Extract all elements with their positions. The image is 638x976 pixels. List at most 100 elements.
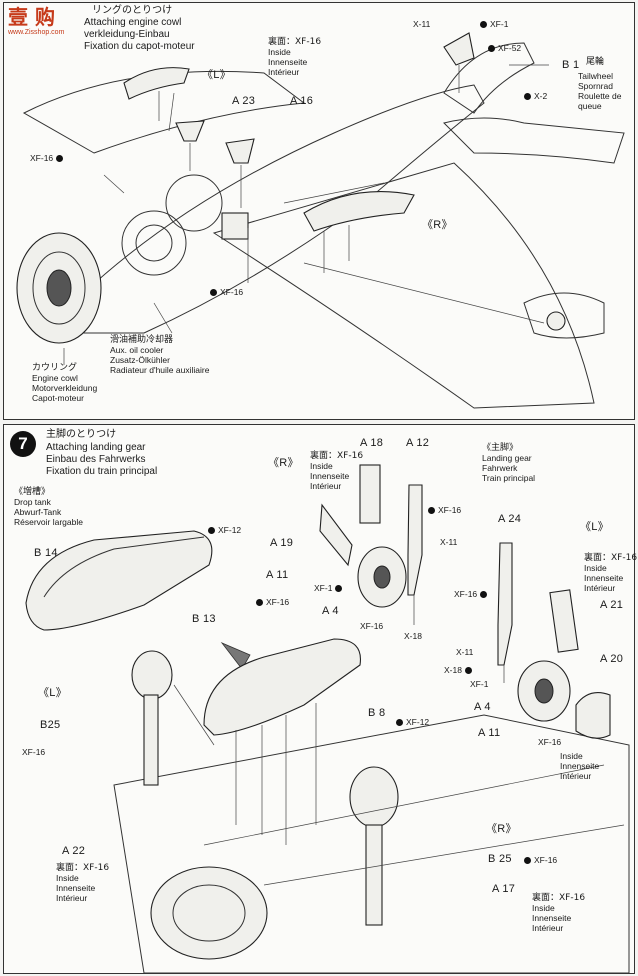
cowling-en: Engine cowl xyxy=(32,373,78,383)
main-gear-en: Landing gear xyxy=(482,453,532,463)
note-en: Inside xyxy=(560,751,583,761)
part-xf16-3: XF-16 xyxy=(360,621,384,631)
part-a23: A 23 xyxy=(232,95,256,107)
drop-tank-label: 《増槽》 Drop tank Abwurf-Tank Réservoir lar… xyxy=(14,487,83,527)
main-gear-label: 《主脚》 Landing gear Fahrwerk Train princip… xyxy=(482,443,535,483)
note-fr: Intérieur xyxy=(310,481,342,491)
tailwheel-text: Tailwheel Spornrad Roulette de queue xyxy=(578,71,621,111)
tailwheel-label: 尾輪 xyxy=(586,57,604,67)
paint-dot xyxy=(56,155,64,163)
part-xf12b: XF-12 xyxy=(396,717,429,727)
step-6-title-en: Attaching engine cowl xyxy=(84,17,182,28)
note-fr: Intérieur xyxy=(268,67,300,77)
part-a16: A 16 xyxy=(290,95,314,107)
part-x18: X-18 xyxy=(404,631,422,641)
cowling-jp: カウリング xyxy=(32,363,78,373)
step-7-title-de: Einbau des Fahrwerks xyxy=(46,454,146,465)
note-en: Inside xyxy=(532,903,555,913)
step-7-title-en: Attaching landing gear xyxy=(46,442,146,453)
part-a18: A 18 xyxy=(360,437,384,449)
part-b1: B 1 xyxy=(562,59,580,71)
part-a21: A 21 xyxy=(600,599,624,611)
note-en: Inside xyxy=(584,563,607,573)
paint-dot xyxy=(256,599,263,607)
paint-dot xyxy=(428,507,435,515)
step-6-drawing xyxy=(16,32,625,409)
part-xf16-7: XF-16 xyxy=(524,855,557,865)
step-7-drawing xyxy=(25,464,630,973)
paint-dot xyxy=(480,591,488,599)
part-x11: X-11 xyxy=(440,537,458,547)
part-a17: A 17 xyxy=(492,883,516,895)
part-xf16-a: XF-16 xyxy=(30,153,66,163)
part-a11: A 11 xyxy=(266,569,289,581)
note-jp: 裏面：XF-16 xyxy=(310,451,364,461)
tailwheel-en: Tailwheel xyxy=(578,71,613,81)
part-x11: X-11 xyxy=(413,19,431,29)
part-a20: A 20 xyxy=(600,653,624,665)
drop-tank-en: Drop tank xyxy=(14,497,51,507)
left-label-bottom: 《L》 xyxy=(38,687,68,699)
part-b13: B 13 xyxy=(192,613,216,625)
interior-note-bottom-r: 裏面：XF-16 Inside Innenseite Intérieur xyxy=(532,893,585,933)
step-6-interior-note: 裏面：XF-16 Inside Innenseite Intérieur xyxy=(268,37,321,77)
step-7-panel: 7 主脚のとりつけ Attaching landing gear Einbau … xyxy=(3,424,637,974)
right-label-bottom: 《R》 xyxy=(486,823,517,835)
note-de: Innenseite xyxy=(584,573,624,583)
note-jp: 裏面：XF-16 xyxy=(584,553,638,563)
part-x18b: X-18 xyxy=(444,665,475,675)
part-a12: A 12 xyxy=(406,437,430,449)
step-7-title-fr: Fixation du train principal xyxy=(46,466,158,477)
interior-note-l: 裏面：XF-16 Inside Innenseite Intérieur xyxy=(584,553,637,593)
part-xf1: XF-1 xyxy=(480,19,508,29)
paint-dot xyxy=(335,585,343,593)
part-xf16-4: XF-16 xyxy=(454,589,490,599)
step-7-title-jp: 主脚のとりつけ xyxy=(46,429,117,440)
note-en: Inside xyxy=(56,873,79,883)
note-de: Innenseite xyxy=(532,913,572,923)
paint-dot xyxy=(480,21,487,29)
part-xf52: XF-52 xyxy=(488,43,521,53)
paint-dot xyxy=(488,45,495,53)
drop-tank-jp: 《増槽》 xyxy=(14,487,51,497)
part-xf16-2: XF-16 xyxy=(256,597,289,607)
right-label: 《R》 xyxy=(422,219,453,231)
part-b8: B 8 xyxy=(368,707,386,719)
part-xf1b: XF-1 xyxy=(470,679,489,689)
note-jp: 裏面：XF-16 xyxy=(56,863,110,873)
step-number: 7 xyxy=(10,431,36,457)
note-fr: Intérieur xyxy=(584,583,616,593)
part-x2: X-2 xyxy=(524,91,547,101)
paint-dot xyxy=(524,93,531,101)
part-xf16-1: XF-16 xyxy=(428,505,461,515)
step-6-title-fr: Fixation du capot-moteur xyxy=(84,41,195,52)
right-label-top: 《R》 xyxy=(268,457,299,469)
note-jp: 裏面：XF-16 xyxy=(532,893,586,903)
part-a4: A 4 xyxy=(322,605,339,617)
part-xf12: XF-12 xyxy=(208,525,241,535)
part-xf16-5: XF-16 xyxy=(538,737,562,747)
cowling-de: Motorverkleidung xyxy=(32,383,98,393)
part-x11b: X-11 xyxy=(456,647,474,657)
interior-note-r: 裏面：XF-16 Inside Innenseite Intérieur xyxy=(310,451,363,491)
tailwheel-fr1: Roulette de xyxy=(578,91,622,101)
oil-cooler-en: Aux. oil cooler xyxy=(110,345,164,355)
main-gear-de: Fahrwerk xyxy=(482,463,518,473)
paint-dot xyxy=(464,667,472,675)
oil-cooler-jp: 滑油補助冷却器 xyxy=(110,335,174,345)
part-b25: B25 xyxy=(40,719,61,731)
note-fr: Intérieur xyxy=(56,893,88,903)
drop-tank-de: Abwurf-Tank xyxy=(14,507,62,517)
tailwheel-jp: 尾輪 xyxy=(586,57,605,67)
part-b14: B 14 xyxy=(34,547,58,559)
note-en: Inside xyxy=(268,47,291,57)
part-a24: A 24 xyxy=(498,513,522,525)
part-xf16-6: XF-16 xyxy=(22,747,46,757)
part-a11b: A 11 xyxy=(478,727,501,739)
paint-dot xyxy=(208,527,215,535)
paint-dot xyxy=(396,719,403,727)
tailwheel-fr2: queue xyxy=(578,101,602,111)
part-a4b: A 4 xyxy=(474,701,491,713)
part-b25b: B 25 xyxy=(488,853,512,865)
